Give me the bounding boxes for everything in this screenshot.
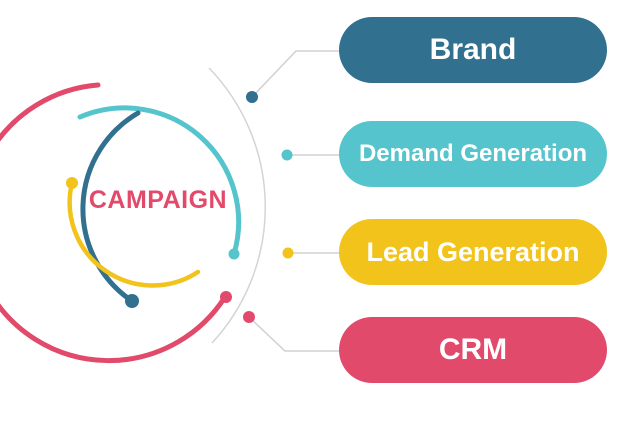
ring-cyan [77, 105, 242, 257]
stage-brand-label: Brand [429, 33, 517, 66]
connector-crm [248, 316, 341, 352]
stage-crm: CRM [339, 317, 607, 383]
ring-yellow-end [66, 177, 78, 189]
stage-demand-generation: Demand Generation [339, 121, 607, 187]
ring-red [0, 82, 228, 364]
ring-cyan-end [228, 248, 240, 260]
connector-brand [251, 50, 341, 98]
dot-crm [243, 311, 255, 323]
stage-crm-label: CRM [438, 333, 508, 366]
stage-lead-generation-label: Lead Generation [366, 236, 580, 267]
stage-lead-generation: Lead Generation [339, 219, 607, 285]
dot-brand [246, 91, 258, 103]
center-label: CAMPAIGN [88, 186, 228, 214]
guide-arc [208, 67, 267, 344]
dot-lead [282, 247, 294, 259]
stage-brand: Brand [339, 17, 607, 83]
ring-blue-end [125, 294, 139, 308]
ring-blue [80, 110, 141, 304]
stage-demand-generation-label: Demand Generation [358, 140, 588, 167]
ring-yellow [67, 180, 201, 288]
ring-red-end [220, 291, 232, 303]
dot-demand [281, 149, 293, 161]
